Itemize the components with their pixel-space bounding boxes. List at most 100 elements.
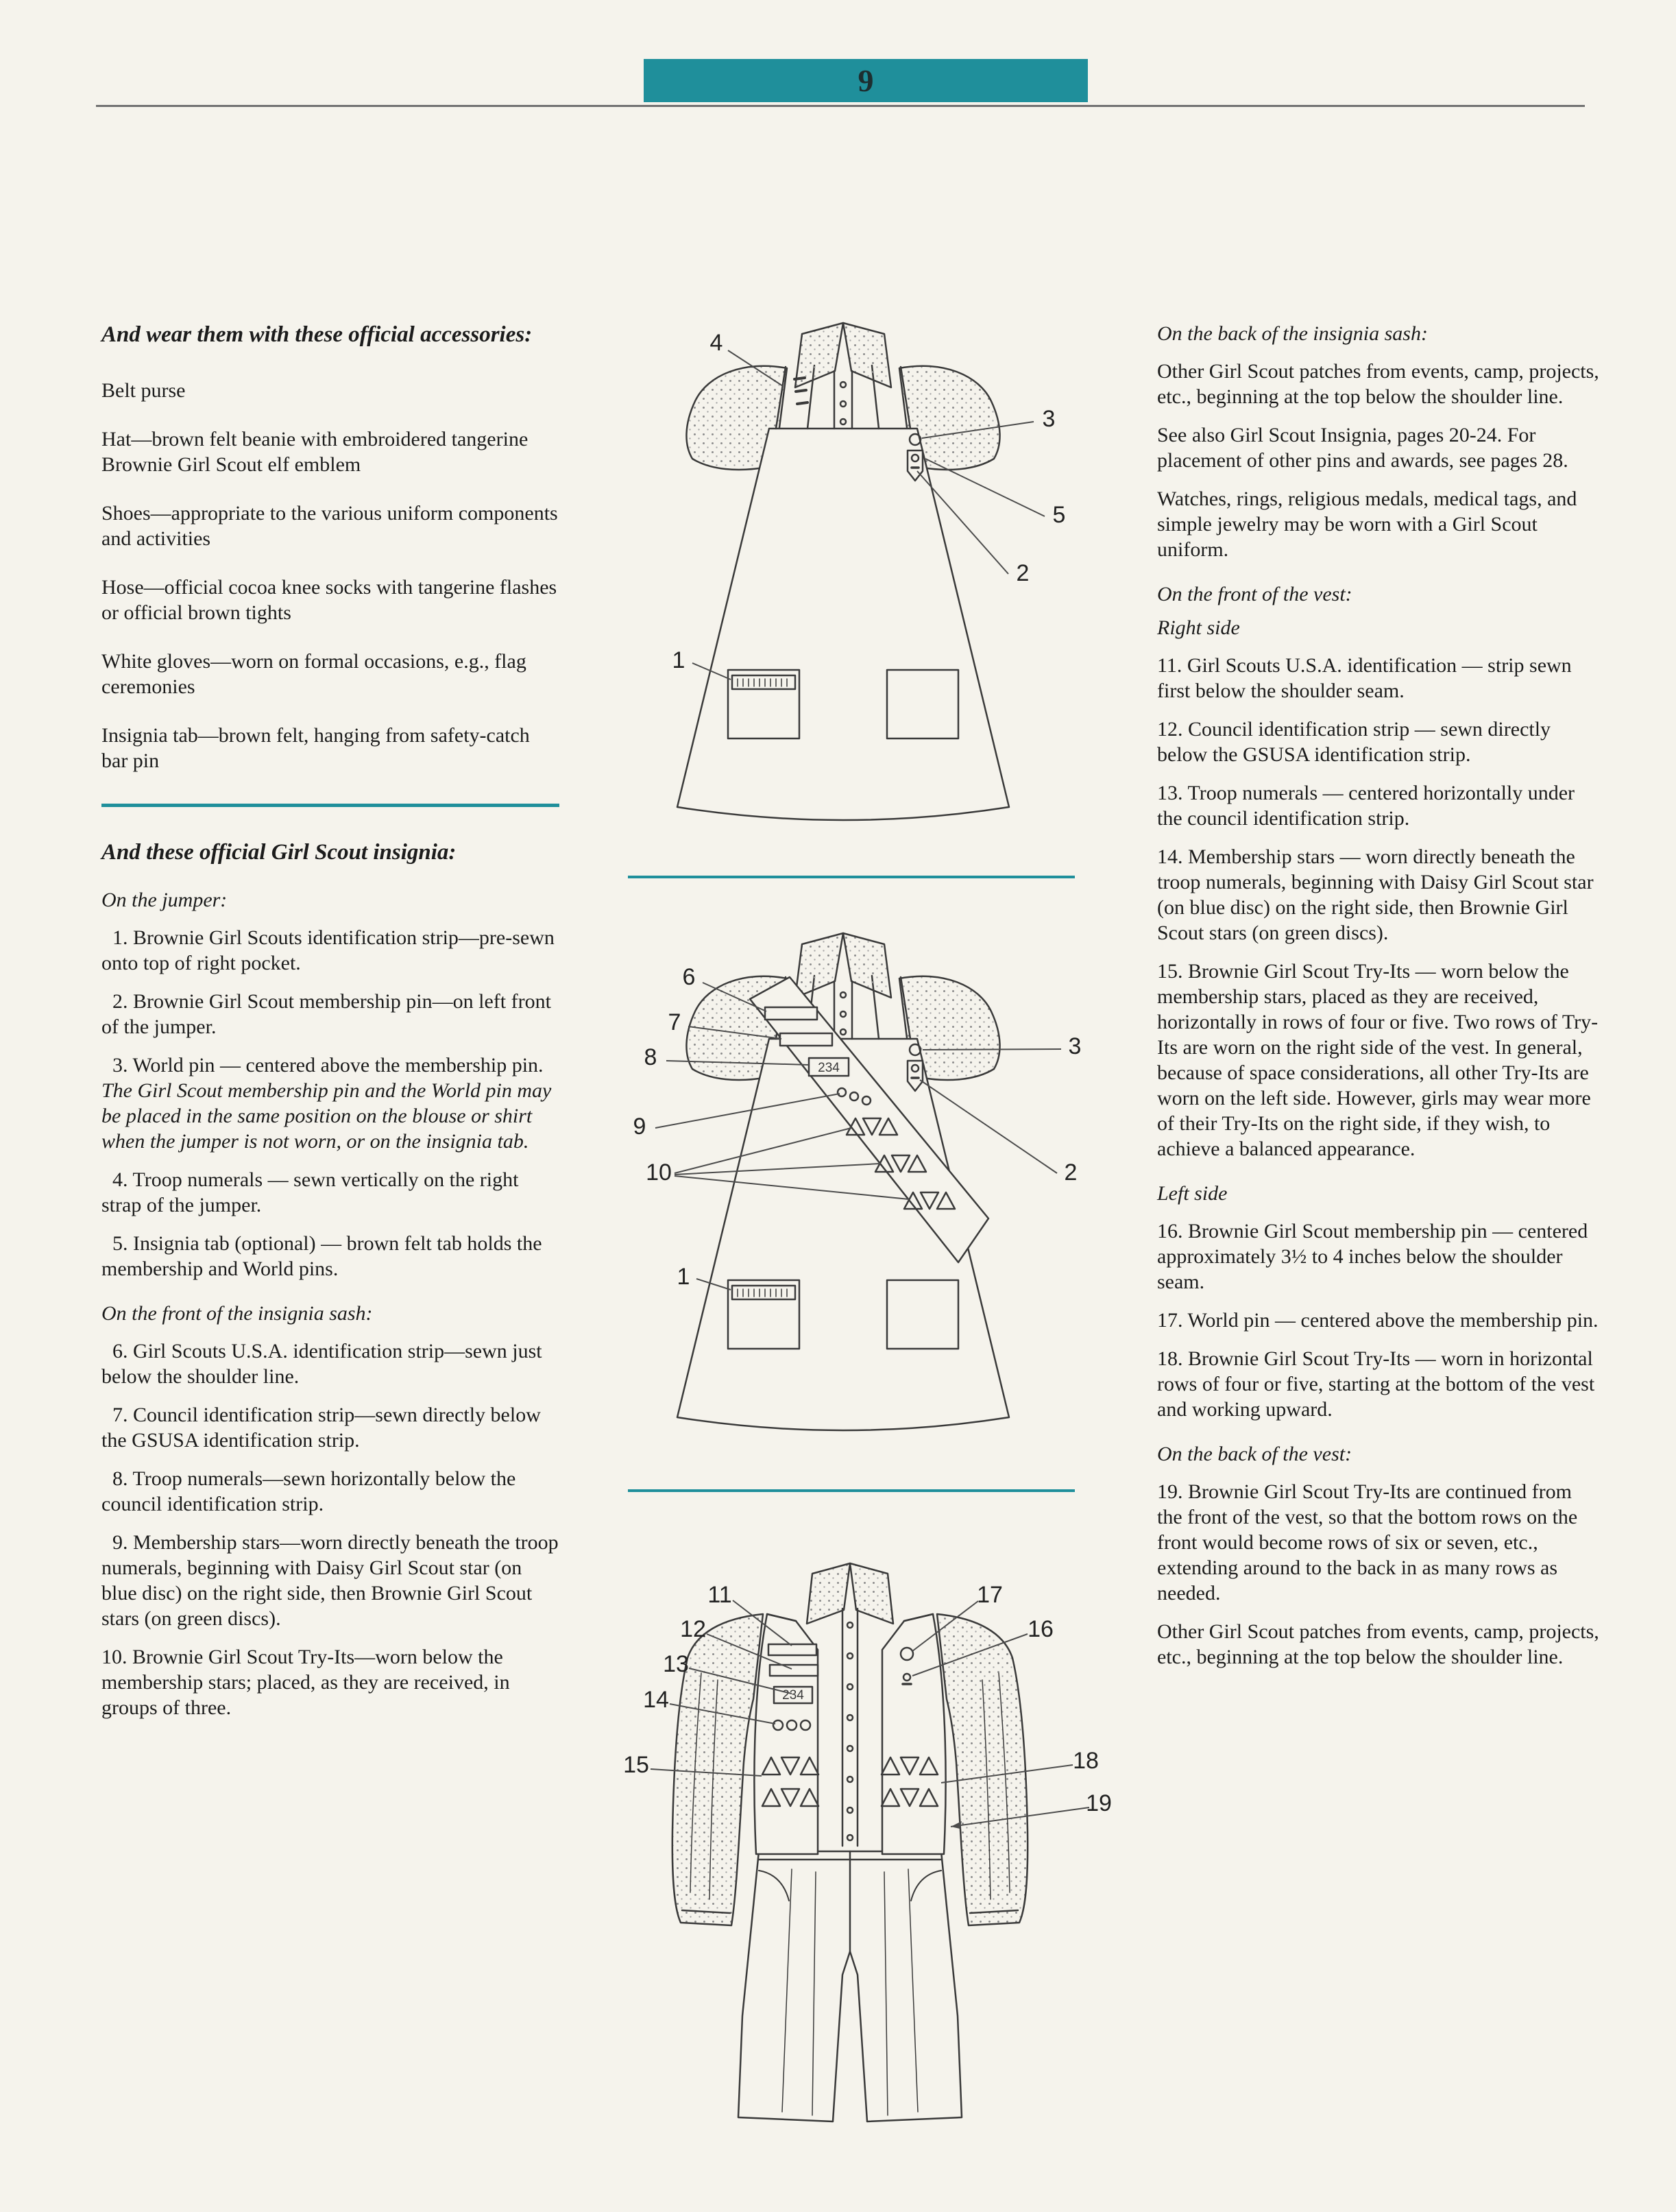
callout-2: 2 <box>1065 1159 1078 1186</box>
collar-left <box>805 1562 851 1625</box>
placket <box>833 980 853 1040</box>
sash-illustration: 234 6 7 8 9 10 3 2 1 <box>633 932 1082 1432</box>
vest-item-15: 15. Brownie Girl Scout Try-Its — worn be… <box>1157 960 1599 1160</box>
callout-15: 15 <box>623 1752 649 1778</box>
blouse-sleeve-right <box>898 975 1001 1081</box>
sash-council-strip <box>779 1032 834 1047</box>
try-it-badges <box>845 1117 956 1210</box>
callout-6: 6 <box>683 964 696 990</box>
vest-item-11: 11. Girl Scouts U.S.A. identification — … <box>1157 654 1572 702</box>
callout-8: 8 <box>644 1044 657 1070</box>
blouse-sleeve-right <box>898 365 1001 471</box>
shorts-creases <box>781 1868 919 2116</box>
jumper-item-3-lead: 3. World pin — centered above the member… <box>112 1054 544 1077</box>
page-number-bar: 9 <box>644 59 1088 102</box>
sleeve-seams <box>690 1672 1010 1900</box>
jumper-straps <box>775 364 912 430</box>
pocket-right <box>886 669 960 740</box>
vest-item-16: 16. Brownie Girl Scout membership pin — … <box>1157 1220 1588 1293</box>
collar-left <box>794 322 845 389</box>
pocket-id-strip <box>731 1284 797 1301</box>
figure-vest: 234 11 12 13 14 15 17 16 18 19 <box>586 1536 1114 2139</box>
jumper-item-5: 5. Insignia tab (optional) — brown felt … <box>101 1232 542 1280</box>
figure-jumper: 4 3 5 2 1 <box>603 298 1083 861</box>
sash-troop-numerals <box>807 1057 850 1077</box>
membership-star <box>786 1719 798 1731</box>
collar-left <box>794 932 845 999</box>
callout-4: 4 <box>710 330 723 356</box>
callout-3: 3 <box>1043 406 1056 432</box>
pocket-id-strip <box>731 674 797 690</box>
callout-10: 10 <box>646 1159 672 1186</box>
shorts-center-seam <box>757 1850 943 1953</box>
callout-1: 1 <box>672 647 685 673</box>
membership-pin <box>902 1672 912 1682</box>
top-rule <box>96 105 1585 107</box>
callout-1: 1 <box>677 1264 690 1290</box>
vest-item-12: 12. Council identification strip — sewn … <box>1157 718 1551 766</box>
callout-2: 2 <box>1017 560 1030 586</box>
vest-numerals-text: 234 <box>782 1688 804 1703</box>
shirt-sleeve-left <box>671 1613 764 1927</box>
vest-back-paragraph: Other Girl Scout patches from events, ca… <box>1157 1620 1599 1668</box>
sash-gsusa-strip <box>764 1006 818 1021</box>
vest-item-13: 13. Troop numerals — centered horizontal… <box>1157 782 1575 830</box>
figure-divider-1 <box>628 876 1075 878</box>
accessory-item: Hose—official cocoa knee socks with tang… <box>101 576 557 624</box>
callout-19-arrowhead <box>951 1821 962 1829</box>
callout-7: 7 <box>668 1009 681 1035</box>
collar-right <box>842 322 892 389</box>
placket <box>833 370 853 430</box>
callout-3: 3 <box>1069 1033 1082 1059</box>
membership-pin <box>910 1063 920 1073</box>
callout-19: 19 <box>1086 1790 1112 1816</box>
jumper-item-3-note: The Girl Scout membership pin and the Wo… <box>101 1079 552 1153</box>
accessory-item: Belt purse <box>101 379 186 402</box>
callout-11: 11 <box>707 1582 731 1608</box>
sash-item-6: 6. Girl Scouts U.S.A. identification str… <box>101 1340 542 1388</box>
vest-troop-numerals <box>773 1685 814 1705</box>
vest-front-subheading: On the front of the vest: <box>1157 583 1352 605</box>
callout-16: 16 <box>1028 1616 1054 1642</box>
figure-divider-2 <box>628 1489 1075 1492</box>
vest-illustration: 234 11 12 13 14 15 17 16 18 19 <box>623 1562 1112 2123</box>
sash-front-subheading: On the front of the insignia sash: <box>101 1302 373 1325</box>
jumper-item-1: 1. Brownie Girl Scouts identification st… <box>101 926 555 974</box>
sash-back-subheading: On the back of the insignia sash: <box>1157 322 1428 345</box>
left-side-subheading: Left side <box>1157 1182 1228 1205</box>
cuff-lines <box>681 1909 1019 1914</box>
callout-lines <box>692 350 1045 680</box>
right-column: On the back of the insignia sash: Other … <box>1157 321 1601 1683</box>
sash-numerals-text: 234 <box>818 1061 840 1075</box>
callout-17: 17 <box>977 1582 1003 1608</box>
membership-star <box>849 1091 860 1102</box>
callout-5: 5 <box>1053 502 1066 528</box>
vest-gsusa-strip <box>767 1643 818 1657</box>
vest-item-18: 18. Brownie Girl Scout Try-Its — worn in… <box>1157 1347 1595 1421</box>
vest-council-strip <box>768 1663 819 1677</box>
right-side-subheading: Right side <box>1157 616 1240 639</box>
world-pin <box>908 1043 922 1057</box>
membership-star <box>836 1087 847 1098</box>
left-column: And wear them with these official access… <box>101 321 559 1733</box>
world-pin <box>908 433 922 446</box>
jumper-item-4: 4. Troop numerals — sewn vertically on t… <box>101 1168 519 1216</box>
membership-star <box>772 1719 784 1731</box>
shorts-pockets <box>758 1870 942 1901</box>
blouse-sleeve-left <box>685 365 788 471</box>
sash-band <box>749 976 990 1264</box>
shorts <box>737 1850 963 2123</box>
vest-back-subheading: On the back of the vest: <box>1157 1443 1352 1465</box>
section-divider <box>101 804 559 807</box>
accessories-heading: And wear them with these official access… <box>101 322 533 347</box>
shirt-sleeve-right <box>936 1613 1029 1927</box>
strap-troop-numerals <box>793 376 809 405</box>
callout-14: 14 <box>643 1687 669 1713</box>
sash-item-7: 7. Council identification strip—sewn dir… <box>101 1404 541 1452</box>
vest-item-19: 19. Brownie Girl Scout Try-Its are conti… <box>1157 1480 1578 1604</box>
collar-right <box>842 932 892 999</box>
callout-lines <box>650 1600 1090 1827</box>
vest-shoulder-seams <box>766 1613 934 1622</box>
callout-9: 9 <box>633 1114 646 1140</box>
